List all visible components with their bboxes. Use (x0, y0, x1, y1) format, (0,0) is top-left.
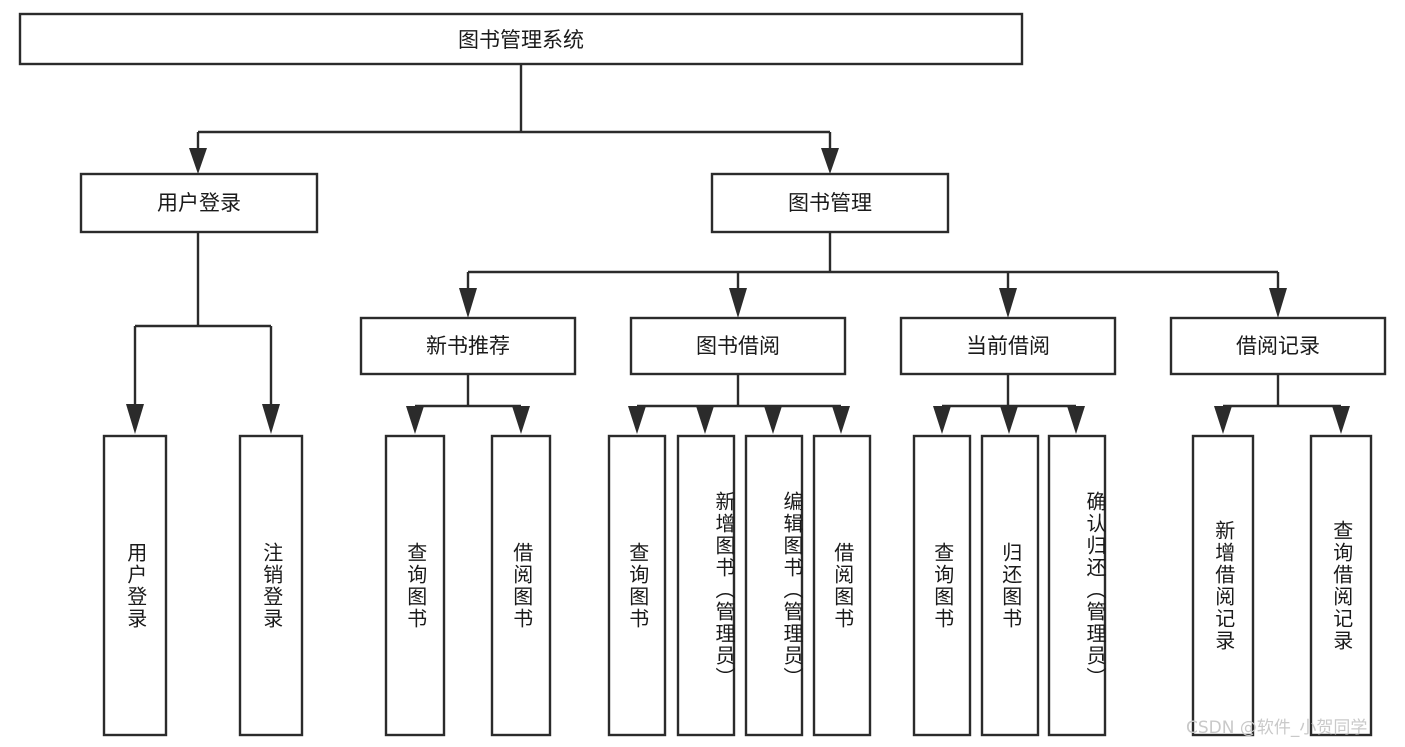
arrow-head-leaf-query-record (1332, 406, 1350, 434)
node-leaf-user-login-box[interactable] (102, 434, 168, 737)
arrow-head-new-book-recommend (459, 288, 477, 318)
node-new-book-recommend-label: 新书推荐 (426, 334, 510, 358)
node-root-box[interactable] (18, 12, 1024, 66)
node-root-label: 图书管理系统 (458, 28, 584, 52)
node-current-borrow-box[interactable] (899, 316, 1117, 376)
arrow-head-leaf-query-book-2 (628, 406, 646, 434)
arrow-head-leaf-borrow-book-1 (512, 406, 530, 434)
node-book-manage-box[interactable] (710, 172, 950, 234)
arrow-head-leaf-edit-book (764, 406, 782, 434)
node-leaf-borrow-book-2-box[interactable] (812, 434, 872, 737)
node-leaf-user-logout-box[interactable] (238, 434, 304, 737)
node-current-borrow[interactable]: 当前借阅 (899, 316, 1117, 376)
node-new-book-recommend-box[interactable] (359, 316, 577, 376)
node-leaf-query-book-1-box[interactable] (384, 434, 446, 737)
node-user-login-label: 用户登录 (157, 191, 241, 215)
arrow-head-leaf-add-book (696, 406, 714, 434)
leaf-box-group (102, 434, 1373, 737)
arrow-head-leaf-query-book-1 (406, 406, 424, 434)
arrow-head-book-borrow (729, 288, 747, 318)
node-book-borrow[interactable]: 图书借阅 (629, 316, 847, 376)
arrow-head-leaf-borrow-book-2 (832, 406, 850, 434)
node-book-borrow-box[interactable] (629, 316, 847, 376)
node-book-manage[interactable]: 图书管理 (710, 172, 950, 234)
arrow-head-leaf-user-login (126, 404, 144, 434)
node-leaf-add-book-box[interactable] (676, 434, 736, 737)
node-book-manage-label: 图书管理 (788, 191, 872, 215)
arrow-head-leaf-confirm-return (1067, 406, 1085, 434)
arrow-head-user-login (189, 148, 207, 174)
node-new-book-recommend[interactable]: 新书推荐 (359, 316, 577, 376)
node-borrow-record-label: 借阅记录 (1236, 334, 1320, 358)
arrow-head-leaf-user-logout (262, 404, 280, 434)
node-leaf-query-record-box[interactable] (1309, 434, 1373, 737)
arrow-head-leaf-query-book-3 (933, 406, 951, 434)
node-borrow-record[interactable]: 借阅记录 (1169, 316, 1387, 376)
node-leaf-query-book-3-box[interactable] (912, 434, 972, 737)
node-leaf-borrow-book-1-box[interactable] (490, 434, 552, 737)
node-root[interactable]: 图书管理系统 (18, 12, 1024, 66)
node-user-login-box[interactable] (79, 172, 319, 234)
csdn-watermark: CSDN @软件_小贺同学 (1186, 718, 1368, 738)
node-leaf-query-book-2-box[interactable] (607, 434, 667, 737)
node-leaf-confirm-return-box[interactable] (1047, 434, 1107, 737)
connector-group (126, 64, 1350, 434)
arrow-head-leaf-return-book (1000, 406, 1018, 434)
arrow-head-current-borrow (999, 288, 1017, 318)
node-user-login[interactable]: 用户登录 (79, 172, 319, 234)
node-current-borrow-label: 当前借阅 (966, 334, 1050, 358)
node-book-borrow-label: 图书借阅 (696, 334, 780, 358)
node-leaf-add-record-box[interactable] (1191, 434, 1255, 737)
arrow-head-book-manage (821, 148, 839, 174)
node-leaf-edit-book-box[interactable] (744, 434, 804, 737)
node-borrow-record-box[interactable] (1169, 316, 1387, 376)
arrow-head-leaf-add-record (1214, 406, 1232, 434)
arrow-head-borrow-record (1269, 288, 1287, 318)
node-leaf-return-book-box[interactable] (980, 434, 1040, 737)
